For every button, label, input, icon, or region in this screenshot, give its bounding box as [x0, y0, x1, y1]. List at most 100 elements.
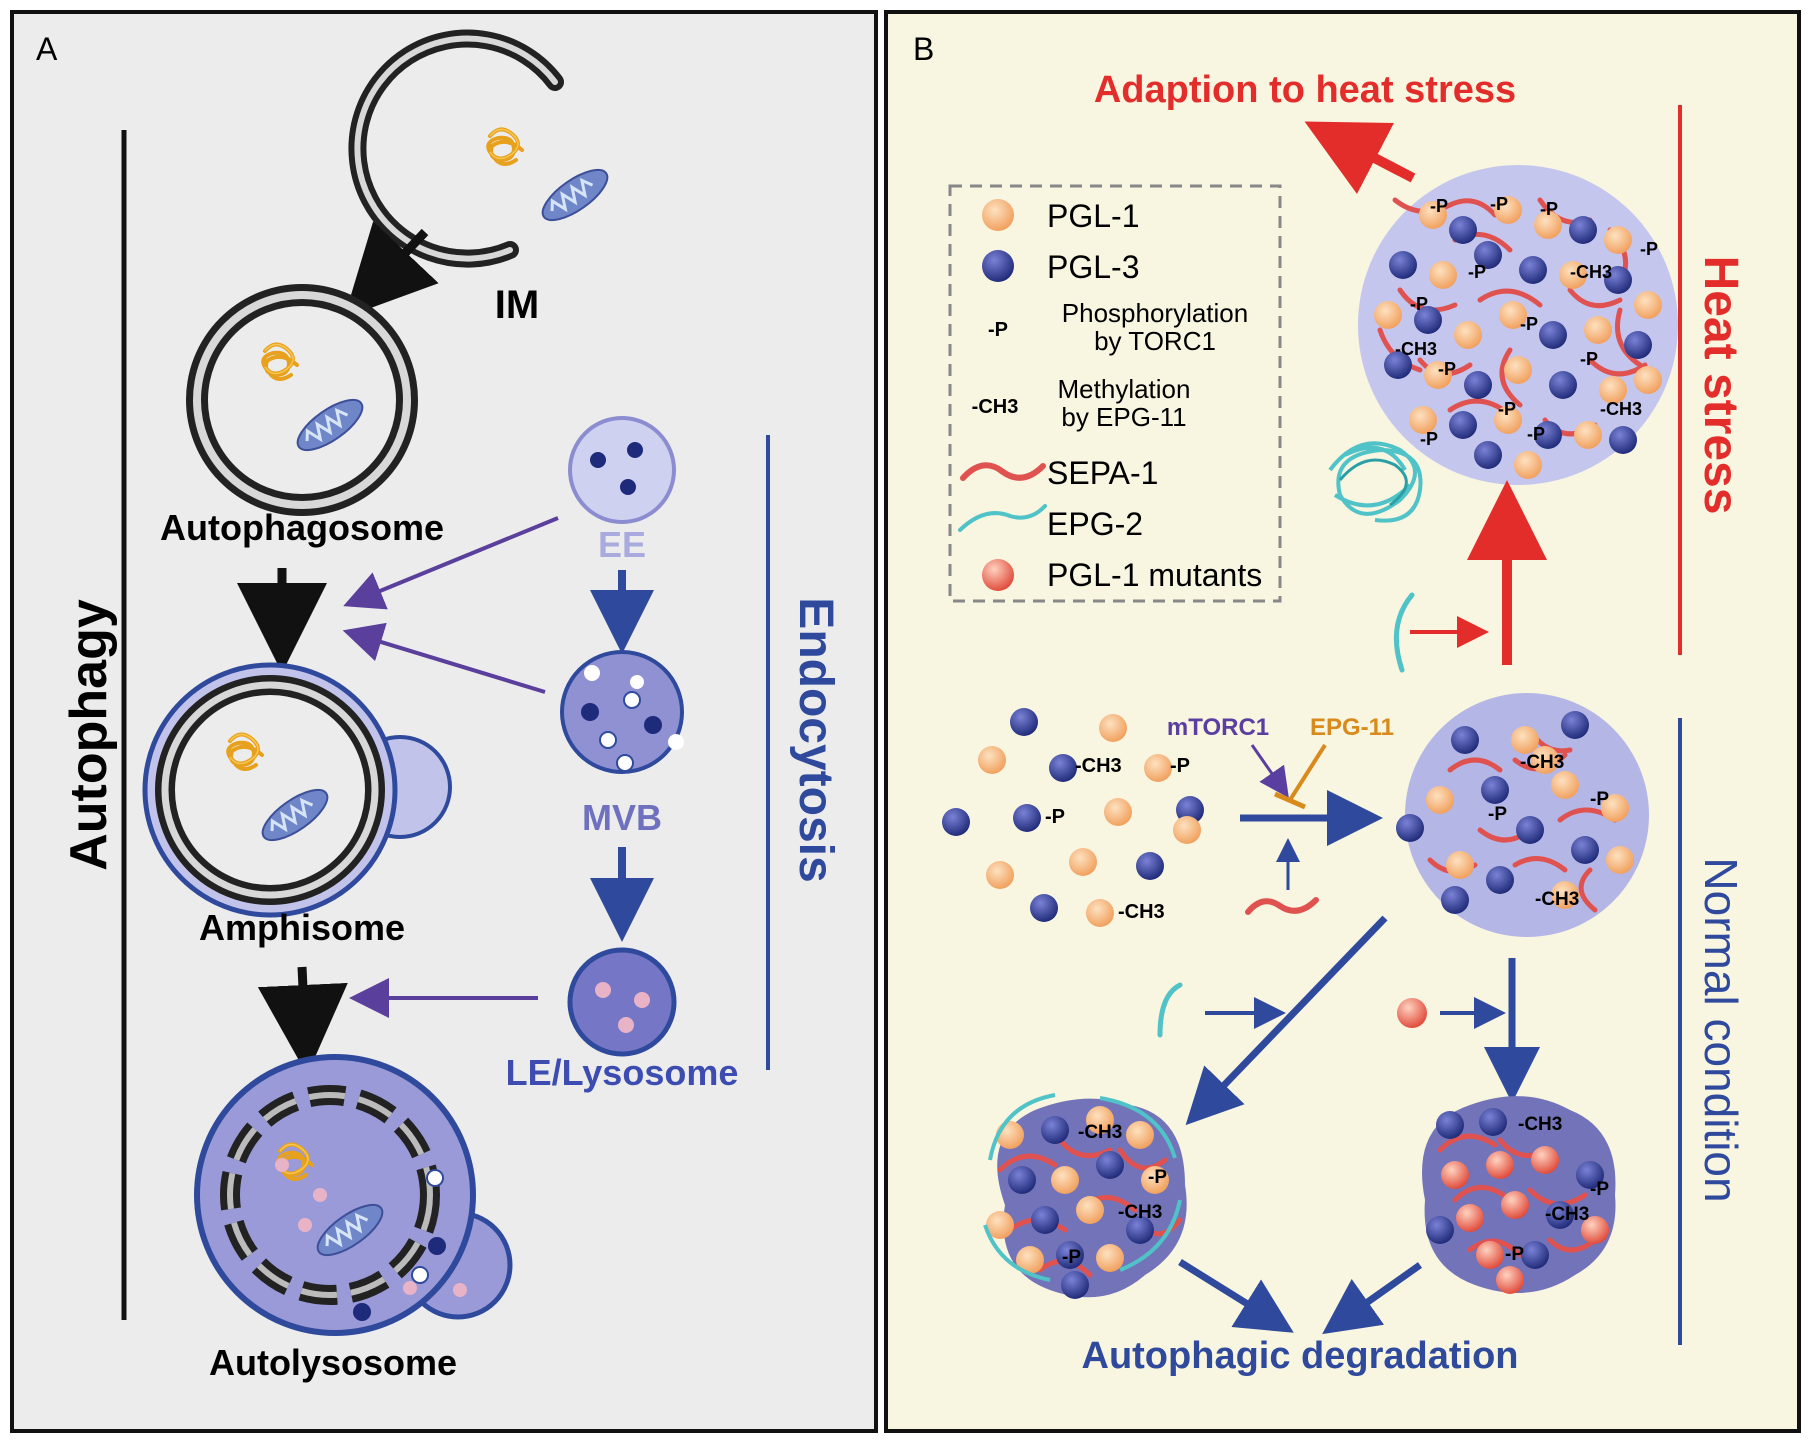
autolysosome — [194, 1054, 513, 1336]
pgl1-particle — [1446, 851, 1474, 879]
panel-a: A Autophagy Endocytosis IM Autophagosome — [10, 10, 878, 1433]
pgl3-particle — [1008, 1166, 1036, 1194]
sepa1-strand — [1117, 1147, 1168, 1171]
pgl1-particle — [1551, 771, 1579, 799]
autolysosome-label: Autolysosome — [209, 1342, 457, 1383]
phospho-mark: -P — [1540, 199, 1558, 219]
pgl1-particle — [1499, 301, 1527, 329]
phospho-mark: -P — [1420, 429, 1438, 449]
heat-stress-droplet: -P-P-P-P-P-P-P-P-P-P-P-CH3-CH3-CH3-P — [1358, 165, 1678, 485]
methyl-mark: -CH3 — [1075, 755, 1122, 777]
pgl1-particle — [1511, 726, 1539, 754]
legend-sepa1: SEPA-1 — [1047, 455, 1158, 491]
pgl1-particle — [1559, 261, 1587, 289]
pgl3-icon — [982, 250, 1014, 282]
phospho-mark: -P — [1527, 424, 1545, 444]
sepa1-strand — [1245, 897, 1319, 915]
pgl3-particle — [1549, 371, 1577, 399]
sepa1-strand — [1578, 867, 1598, 913]
pgl1-particle — [1494, 196, 1522, 224]
pgl1-particle — [1634, 291, 1662, 319]
legend-epg2: EPG-2 — [1047, 506, 1143, 542]
mtorc1-label: mTORC1 — [1167, 714, 1269, 741]
pgl3-particle — [942, 808, 970, 836]
epg2-aggregate-to-degradation-arrow — [1178, 1259, 1294, 1333]
pgl3-particle — [1604, 266, 1632, 294]
amphisome-label: Amphisome — [199, 907, 405, 948]
pgl3-particle — [1464, 371, 1492, 399]
pgl3-particle — [1030, 894, 1058, 922]
autophagy-bar-label: Autophagy — [60, 599, 118, 871]
pgl3-particle — [1031, 1206, 1059, 1234]
sepa1-strand — [1437, 1133, 1498, 1153]
amphisome-to-autolysosome-arrow — [257, 966, 348, 1075]
pgl1-particle — [1104, 798, 1132, 826]
pgl1-particle — [1634, 366, 1662, 394]
pgl3-particle — [1049, 754, 1077, 782]
ee-label: EE — [598, 524, 646, 565]
methyl-mark: -CH3 — [1535, 889, 1579, 910]
pgl1-particle — [1086, 1106, 1114, 1134]
pgl3-particle — [1010, 708, 1038, 736]
phospho-mark: -P — [1520, 314, 1538, 334]
pgl1-mutant-particle — [1581, 1216, 1609, 1244]
pgl1-particle — [1584, 316, 1612, 344]
methyl-mark: -CH3 — [1395, 339, 1437, 359]
phospho-mark: -P — [1430, 196, 1448, 216]
pgl1-particle — [1574, 421, 1602, 449]
pgl3-particle — [1486, 866, 1514, 894]
pgl3-particle — [1061, 1271, 1089, 1299]
phospho-mark: -P — [1590, 789, 1609, 810]
legend-methyl-line1: Methylation — [1058, 374, 1191, 404]
methyl-mark: -CH3 — [1520, 752, 1564, 773]
pgl1-particle — [1606, 846, 1634, 874]
pgl3-particle — [1389, 251, 1417, 279]
legend-frame — [948, 184, 1282, 603]
methyl-mark: -CH3 — [1118, 1202, 1162, 1223]
pgl3-particle — [1396, 814, 1424, 842]
phospho-mark: -P — [1580, 349, 1598, 369]
pgl1-mutant-particle — [1501, 1191, 1529, 1219]
pgl1-particle — [1599, 376, 1627, 404]
methyl-mark: -CH3 — [1600, 399, 1642, 419]
pgl1-particle — [1016, 1246, 1044, 1274]
sepa1-strand — [997, 1153, 1058, 1173]
sepa1-strand — [1567, 287, 1623, 309]
pgl1-particle — [986, 861, 1014, 889]
pgl3-particle — [1519, 256, 1547, 284]
epg2-icon — [958, 504, 1047, 532]
phospho-mark: -P — [1490, 194, 1508, 214]
pgl1-mutant-icon — [982, 559, 1014, 591]
pgl1-icon — [982, 199, 1014, 231]
legend-phospho-symbol: -P — [988, 319, 1008, 341]
pgl3-particle — [1414, 306, 1442, 334]
legend-phospho-line2: by TORC1 — [1094, 326, 1216, 356]
normal-condition-label: Normal condition — [1695, 857, 1747, 1202]
late-endosome-lysosome — [567, 947, 677, 1057]
autophagic-degradation-label: Autophagic degradation — [1082, 1335, 1519, 1377]
pgl3-particle — [1561, 711, 1589, 739]
sepa1-icon — [960, 462, 1046, 481]
endocytosis-bar-label: Endocytosis — [789, 597, 842, 882]
pgl3-particle — [1449, 411, 1477, 439]
pgl3-particle — [1451, 726, 1479, 754]
legend-methyl-symbol: -CH3 — [972, 396, 1019, 418]
im-label: IM — [495, 283, 539, 327]
epg2-strand-2 — [1157, 982, 1183, 1038]
pgl1-particle — [986, 1211, 1014, 1239]
pgl1-particle — [1144, 754, 1172, 782]
legend-phospho-line1: Phosphorylation — [1062, 298, 1248, 328]
sepa1-strand — [1587, 357, 1648, 377]
pgl1-particle — [1419, 201, 1447, 229]
phospho-mark: -P — [1438, 359, 1456, 379]
panel-b-letter: B — [913, 31, 934, 67]
autophagosome — [186, 284, 418, 516]
pgl3-particle — [1576, 1161, 1604, 1189]
epg11-label: EPG-11 — [1310, 714, 1394, 741]
phospho-mark: -P — [1410, 294, 1428, 314]
pgl1-mutant-particle — [1486, 1151, 1514, 1179]
phospho-mark: -P — [1148, 1167, 1167, 1188]
pgl3-particle — [1384, 351, 1412, 379]
dispersed-components: -CH3-P-P-CH3 — [942, 708, 1204, 927]
